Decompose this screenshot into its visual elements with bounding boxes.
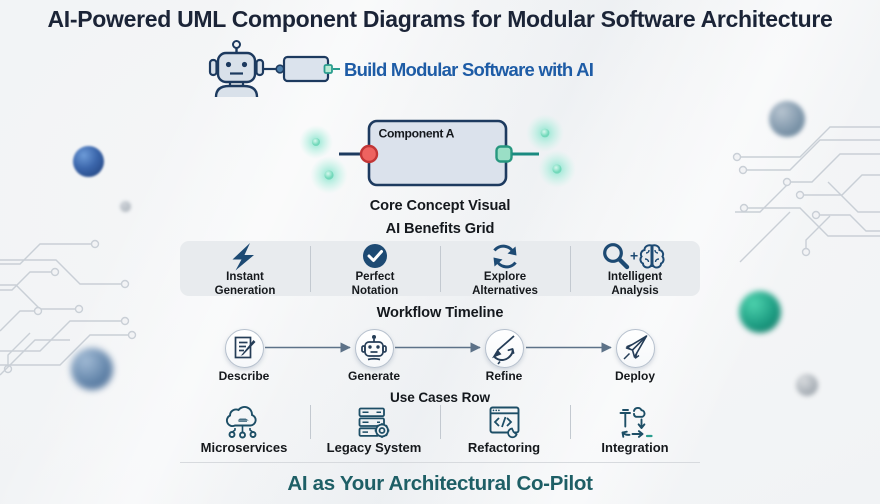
svg-text:+: + bbox=[630, 248, 638, 264]
svg-text:Component A: Component A bbox=[379, 126, 455, 140]
